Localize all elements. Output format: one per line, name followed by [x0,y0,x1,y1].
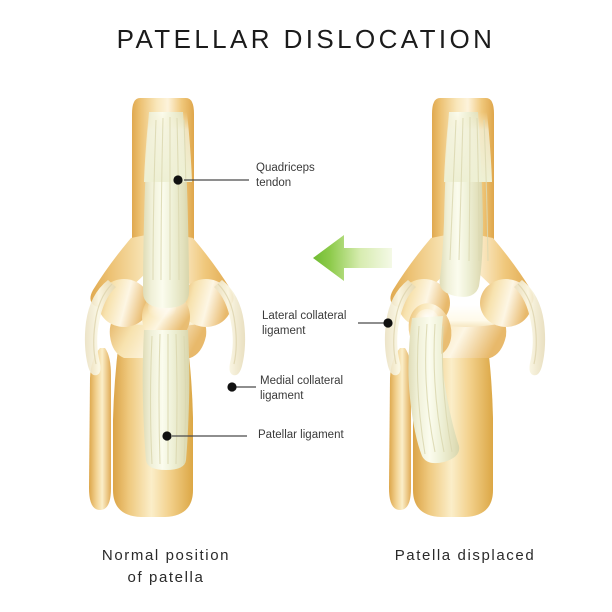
patellar-ligament [142,330,190,470]
patellar-ligament-striations [149,333,187,465]
lateral-collateral-striation [93,283,113,365]
arrow-shape [313,235,392,281]
label-quadriceps-tendon: Quadriceps tendon [256,162,315,189]
direction-arrow [313,235,392,281]
medial-collateral-striation [217,283,237,365]
lateral-collateral-ligament [384,280,416,376]
label-patellar-ligament: Patellar ligament [258,429,344,441]
dislocated-knee-diagram [384,98,546,517]
lateral-collateral-striation [393,283,413,365]
quadriceps-striations [152,117,188,281]
leader-dot-medial-collateral-ligament [227,382,237,392]
caption-patella-displaced: Patella displaced [394,547,536,564]
leader-dot-patellar-ligament [162,431,172,441]
caption-normal-position: Normal position of patella [101,547,231,586]
callout-leaders [162,175,393,441]
medial-collateral-striation [517,283,537,365]
leader-dot-lateral-collateral-ligament [383,318,393,328]
medial-collateral-ligament [514,280,546,376]
page-title: PATELLAR DISLOCATION [116,24,496,54]
patellar-ligament-striations [416,323,453,455]
quadriceps-striations [449,116,489,262]
leader-dot-quadriceps-tendon [173,175,183,185]
normal-knee-diagram [84,98,246,517]
lateral-collateral-ligament [84,280,116,376]
fibula [389,348,411,510]
fibula [89,348,111,510]
label-lateral-collateral-ligament: Lateral collateral ligament [262,310,347,337]
medial-collateral-ligament [214,280,246,376]
label-medial-collateral-ligament: Medial collateral ligament [260,375,344,402]
